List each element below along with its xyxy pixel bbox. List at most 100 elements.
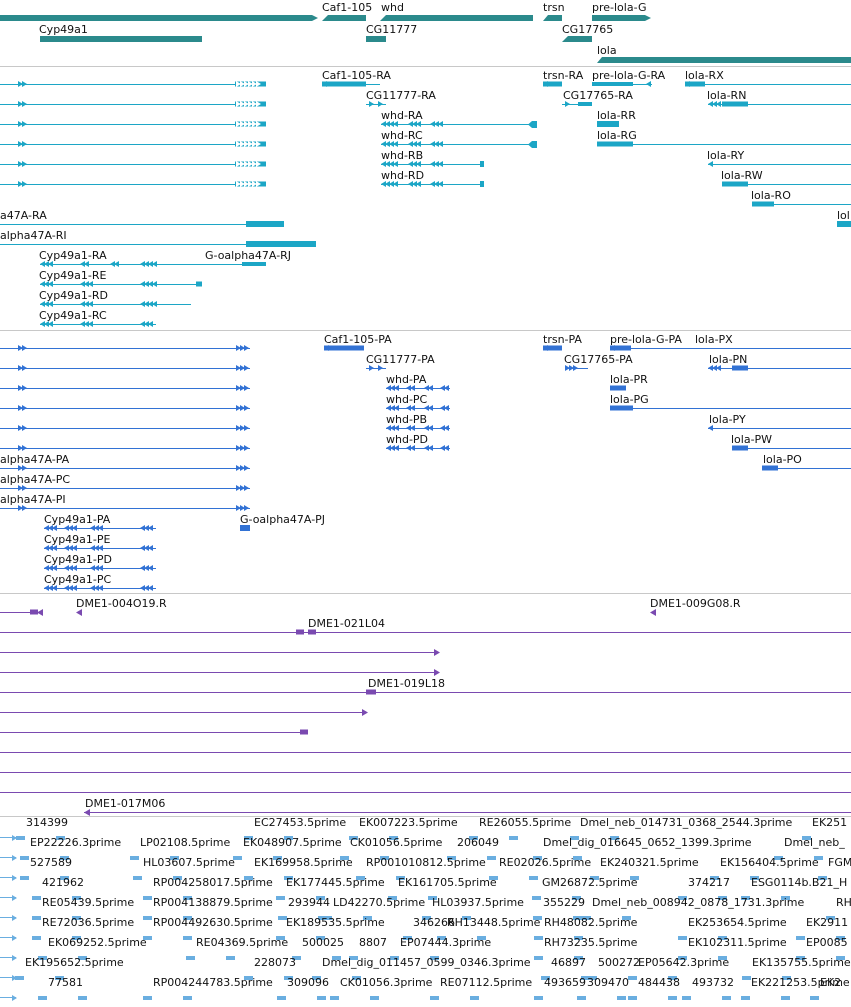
est-feature[interactable]: [534, 936, 543, 940]
exon-box[interactable]: [543, 81, 562, 87]
est-feature[interactable]: [233, 856, 242, 860]
est-feature[interactable]: [533, 856, 542, 860]
est-feature[interactable]: [718, 896, 727, 900]
est-feature[interactable]: [572, 896, 581, 900]
est-feature[interactable]: [487, 856, 496, 860]
est-feature[interactable]: [814, 856, 823, 860]
est-feature[interactable]: [574, 936, 583, 940]
est-feature[interactable]: [226, 956, 235, 960]
est-feature[interactable]: [276, 936, 285, 940]
exon-box[interactable]: [350, 345, 360, 351]
est-feature[interactable]: [78, 996, 87, 1000]
exon-box[interactable]: [480, 161, 484, 167]
gene-bar[interactable]: [380, 15, 533, 21]
exon-box[interactable]: [480, 181, 484, 187]
est-feature[interactable]: [316, 936, 325, 940]
exon-box[interactable]: [610, 385, 626, 391]
est-feature[interactable]: [781, 896, 790, 900]
est-feature[interactable]: [826, 916, 835, 920]
est-feature[interactable]: [143, 896, 152, 900]
est-feature[interactable]: [130, 856, 139, 860]
est-feature[interactable]: [628, 996, 637, 1000]
est-feature[interactable]: [133, 876, 142, 880]
est-feature[interactable]: [143, 916, 152, 920]
exon-box[interactable]: [246, 221, 284, 227]
est-feature[interactable]: [186, 956, 195, 960]
est-feature[interactable]: [32, 936, 41, 940]
gene-bar[interactable]: [597, 57, 851, 63]
exon-box[interactable]: [837, 221, 851, 227]
exon-box[interactable]: [543, 345, 562, 351]
est-feature[interactable]: [489, 876, 498, 880]
est-feature[interactable]: [582, 916, 591, 920]
gene-bar[interactable]: [322, 15, 366, 21]
est-feature[interactable]: [318, 916, 327, 920]
est-feature[interactable]: [529, 876, 538, 880]
probe-end[interactable]: [650, 609, 656, 616]
est-feature[interactable]: [422, 916, 431, 920]
est-feature[interactable]: [183, 916, 192, 920]
est-feature[interactable]: [622, 916, 631, 920]
est-feature[interactable]: [722, 996, 731, 1000]
est-feature[interactable]: [617, 996, 626, 1000]
est-feature[interactable]: [244, 976, 253, 980]
est-feature[interactable]: [72, 936, 81, 940]
exon-box[interactable]: [752, 201, 774, 207]
probe-end[interactable]: [84, 809, 90, 816]
exon-box[interactable]: [296, 629, 304, 635]
est-feature[interactable]: [532, 896, 541, 900]
est-feature[interactable]: [396, 876, 405, 880]
est-feature[interactable]: [244, 876, 253, 880]
est-feature[interactable]: [573, 916, 582, 920]
exon-box[interactable]: [300, 729, 308, 735]
est-feature[interactable]: [312, 976, 321, 980]
est-feature[interactable]: [741, 996, 750, 1000]
gene-bar[interactable]: [40, 36, 202, 42]
est-feature[interactable]: [32, 896, 41, 900]
est-feature[interactable]: [370, 996, 379, 1000]
est-feature[interactable]: [710, 876, 719, 880]
est-feature[interactable]: [742, 976, 751, 980]
est-feature[interactable]: [273, 856, 282, 860]
est-feature[interactable]: [774, 856, 783, 860]
est-feature[interactable]: [284, 836, 293, 840]
est-feature[interactable]: [810, 996, 819, 1000]
est-feature[interactable]: [836, 936, 845, 940]
est-feature[interactable]: [447, 856, 456, 860]
exon-box[interactable]: [597, 141, 633, 147]
probe-end[interactable]: [434, 649, 440, 656]
exon-box[interactable]: [242, 262, 266, 266]
est-feature[interactable]: [390, 956, 399, 960]
est-feature[interactable]: [349, 956, 358, 960]
est-feature[interactable]: [403, 936, 412, 940]
gene-bar[interactable]: [592, 15, 651, 21]
est-feature[interactable]: [340, 856, 349, 860]
est-feature[interactable]: [284, 976, 293, 980]
est-feature[interactable]: [534, 956, 543, 960]
est-feature[interactable]: [534, 996, 543, 1000]
est-feature[interactable]: [143, 936, 152, 940]
est-feature[interactable]: [818, 876, 827, 880]
est-feature[interactable]: [332, 956, 341, 960]
est-feature[interactable]: [183, 896, 192, 900]
exon-box[interactable]: [322, 81, 366, 87]
est-feature[interactable]: [55, 976, 64, 980]
exon-box[interactable]: [324, 345, 364, 351]
exon-box[interactable]: [246, 241, 316, 247]
probe-end[interactable]: [37, 609, 43, 616]
probe-end[interactable]: [362, 709, 368, 716]
est-feature[interactable]: [277, 996, 286, 1000]
est-feature[interactable]: [470, 996, 479, 1000]
est-feature[interactable]: [244, 836, 253, 840]
exon-box[interactable]: [240, 525, 250, 531]
gene-bar[interactable]: [0, 15, 318, 21]
exon-box[interactable]: [722, 181, 748, 187]
est-feature[interactable]: [38, 996, 47, 1000]
est-feature[interactable]: [430, 956, 439, 960]
est-feature[interactable]: [750, 876, 759, 880]
est-feature[interactable]: [509, 836, 518, 840]
